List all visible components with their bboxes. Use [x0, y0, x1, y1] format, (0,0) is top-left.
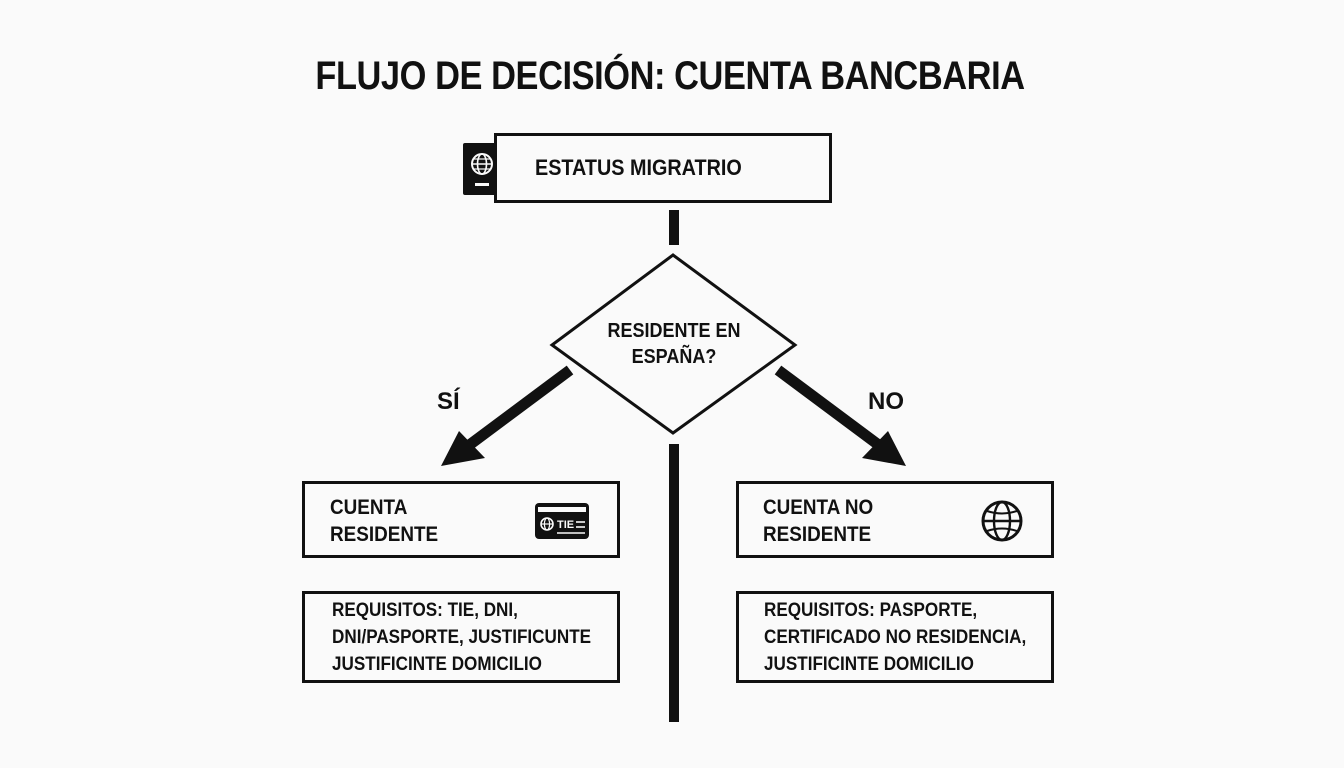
start-box [494, 133, 832, 203]
nonresident-account-title: CUENTA NO RESIDENTE [763, 494, 889, 548]
decision-line-2: ESPAÑA? [631, 346, 717, 368]
decision-question: RESIDENTE EN ESPAÑA? [598, 318, 749, 370]
yes-label: SÍ [437, 388, 460, 415]
decision-diamond [549, 253, 798, 435]
nonresident-req-line-3: JUSTIFICINTE DOMICILIO [764, 654, 974, 675]
resident-requirements-box [302, 591, 620, 683]
resident-requirements: REQUISITOS: TIE, DNI, DNI/PASPORTE, JUST… [332, 597, 591, 678]
nonresident-requirements: REQUISITOS: PASPORTE, CERTIFICADO NO RES… [764, 597, 1026, 678]
resident-account-title: CUENTA RESIDENTE [330, 494, 447, 548]
resident-title-line-2: RESIDENTE [330, 523, 439, 546]
decision-line-1: RESIDENTE EN [607, 320, 741, 342]
nonresident-title-line-1: CUENTA NO [763, 496, 874, 519]
tie-card-icon: TIE [534, 502, 590, 540]
nonresident-req-line-1: REQUISITOS: PASPORTE, [764, 600, 978, 621]
no-arrow [774, 365, 906, 466]
resident-req-line-3: JUSTIFICINTE DOMICILIO [332, 654, 542, 675]
yes-arrow [441, 365, 574, 466]
nonresident-req-line-2: CERTIFICADO NO RESIDENCIA, [764, 627, 1027, 648]
resident-req-line-2: DNI/PASPORTE, JUSTIFICUNTE [332, 627, 592, 648]
resident-title-line-1: CUENTA [330, 496, 408, 519]
nonresident-account-box [736, 481, 1054, 558]
diagram-title: FLUJO DE DECISIÓN: CUENTA BANCBARIA [315, 54, 1025, 98]
nonresident-requirements-box [736, 591, 1054, 683]
resident-req-line-1: REQUISITOS: TIE, DNI, [332, 600, 518, 621]
globe-icon [980, 499, 1024, 543]
start-label: ESTATUS MIGRATRIO [535, 155, 742, 180]
no-label: NO [868, 388, 904, 415]
nonresident-title-line-2: RESIDENTE [763, 523, 872, 546]
tie-card-text: TIE [557, 519, 574, 531]
